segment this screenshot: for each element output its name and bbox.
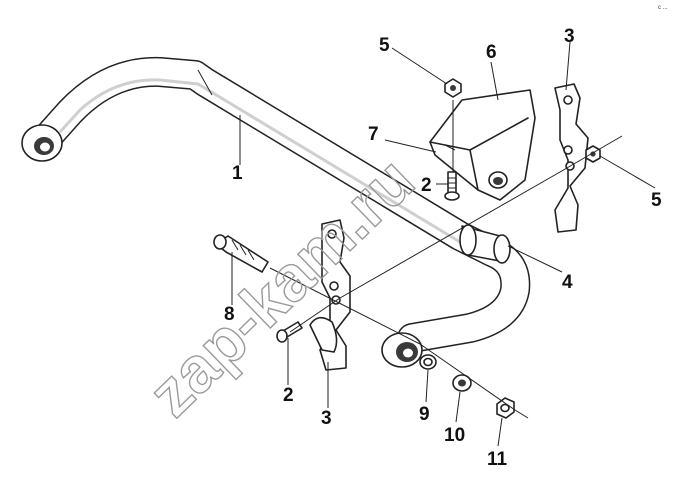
nut-right [585,145,601,163]
callout-8: 8 [224,304,235,325]
long-bolt [213,234,269,273]
washer-9 [419,354,437,370]
nut-11 [496,397,515,419]
nut-top [444,78,462,98]
callout-labels: 1 2 2 3 3 4 5 5 6 7 8 9 10 11 [224,26,662,470]
watermark-text: zap-kam.ru [135,144,428,431]
callout-1: 1 [232,163,243,184]
right-bar-eye [381,332,423,368]
callout-5-right: 5 [651,190,662,211]
callout-2-lower: 2 [283,385,294,406]
washer-10 [452,374,472,392]
callout-9: 9 [419,404,430,425]
left-clamp [309,219,351,371]
bolt-lower [276,321,303,343]
callout-10: 10 [444,425,465,446]
bar-bushing [459,224,511,264]
callout-11: 11 [487,449,508,470]
callout-6: 6 [486,42,497,63]
callout-leaders [231,41,656,447]
assembly-lines [269,100,623,419]
callout-3-lower: 3 [321,408,332,429]
callout-2-upper: 2 [421,175,432,196]
left-bar-eye [21,124,63,162]
bolt-upper [444,171,460,201]
callout-7: 7 [368,124,379,145]
callout-3-upper: 3 [564,26,575,47]
upper-bracket [429,89,536,201]
right-clamp [554,83,589,233]
callout-4: 4 [562,272,573,293]
callout-5-top: 5 [379,35,390,56]
corner-mark: c ... [658,5,668,11]
